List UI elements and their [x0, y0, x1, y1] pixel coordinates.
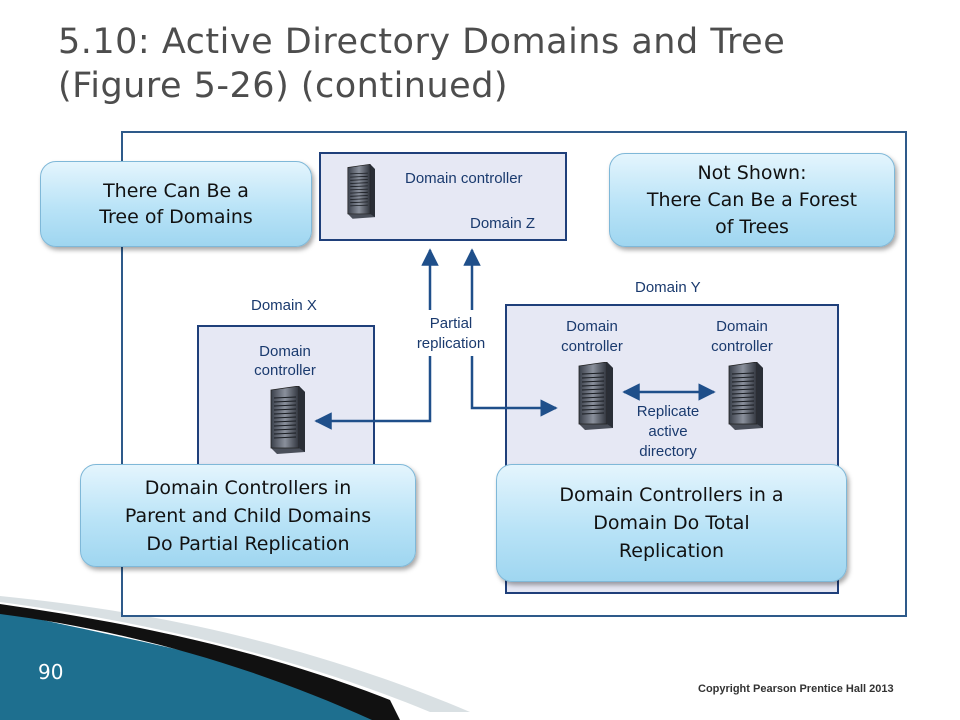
domain-z-controller-label: Domain controller [405, 170, 523, 187]
page-number: 90 [38, 660, 64, 684]
callout-partial-line1: Domain Controllers in [144, 476, 352, 499]
callout-total-line2: Domain Do Total [593, 512, 750, 534]
domain-x-controller-line2: controller [254, 362, 316, 379]
domain-x-server-icon [270, 386, 306, 454]
domain-y-server2-icon [728, 362, 764, 430]
domain-z-server-icon [347, 164, 375, 219]
partial-label-line2: replication [417, 335, 485, 352]
domain-x-label: Domain X [251, 297, 317, 314]
callout-total-line3: Replication [618, 540, 725, 562]
callout-partial-line3: Do Partial Replication [146, 532, 350, 555]
replicate-line1: Replicate [637, 403, 700, 420]
partial-replication-arrow-y [463, 248, 558, 417]
domain-y-controller2-line2: controller [711, 338, 773, 355]
callout-total-line1: Domain Controllers in a [559, 484, 784, 506]
slide-title-line2: (Figure 5-26) (continued) [58, 66, 509, 106]
partial-replication-arrow-x [314, 248, 439, 430]
domain-y-controller1-line1: Domain [566, 318, 618, 335]
domain-z-label: Domain Z [470, 215, 535, 232]
domain-x-controller-line1: Domain [259, 343, 311, 360]
callout-forest-of-trees: Not Shown: There Can Be a Forest of Tree… [609, 153, 895, 247]
copyright-notice: Copyright Pearson Prentice Hall 2013 [698, 683, 894, 695]
callout-forest-line2: There Can Be a Forest [646, 188, 858, 211]
decorative-swoosh [0, 596, 470, 720]
callout-partial-replication: Domain Controllers in Parent and Child D… [80, 464, 416, 567]
partial-label-bg [404, 310, 496, 356]
partial-label-line1: Partial [430, 315, 473, 332]
callout-partial-line2: Parent and Child Domains [124, 504, 372, 527]
callout-tree-line1: There Can Be a [103, 180, 249, 202]
domain-y-label: Domain Y [635, 279, 701, 296]
callout-total-replication: Domain Controllers in a Domain Do Total … [496, 464, 847, 582]
domain-y-server1-icon [578, 362, 614, 430]
slide-title-line1: 5.10: Active Directory Domains and Tree [58, 22, 786, 62]
domain-y-controller1-line2: controller [561, 338, 623, 355]
replicate-line2: active [648, 423, 687, 440]
replicate-line3: directory [639, 443, 697, 460]
callout-tree-line2: Tree of Domains [99, 206, 253, 228]
domain-y-controller2-line1: Domain [716, 318, 768, 335]
callout-tree-of-domains: There Can Be a Tree of Domains [40, 161, 312, 247]
callout-forest-line3: of Trees [715, 215, 789, 238]
slide-title: 5.10: Active Directory Domains and Tree … [58, 20, 938, 108]
callout-forest-line1: Not Shown: [697, 161, 807, 184]
